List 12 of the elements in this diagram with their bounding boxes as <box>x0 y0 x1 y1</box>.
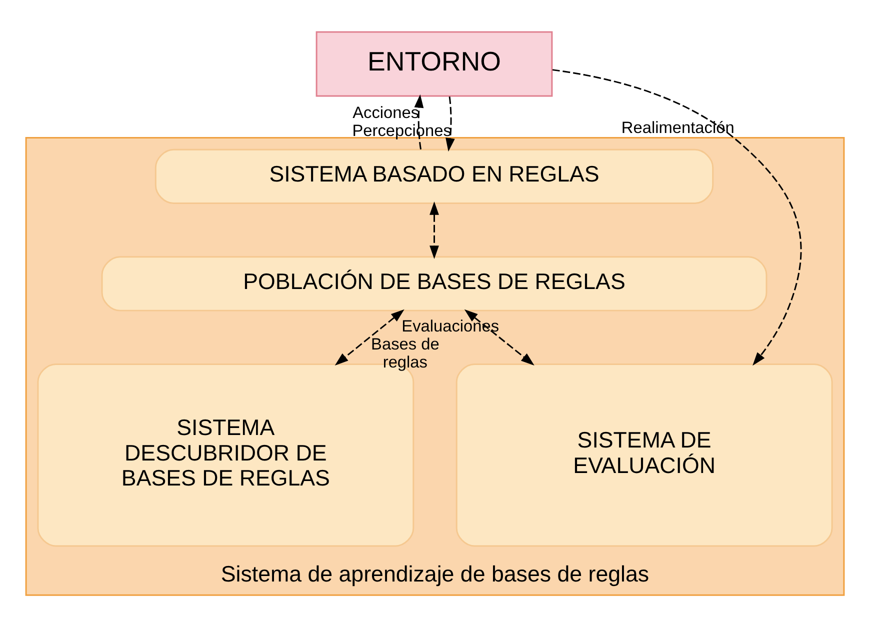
arrow <box>464 308 534 365</box>
edge-label: Acciones <box>352 103 420 122</box>
arrow <box>446 96 455 152</box>
arrow <box>552 68 802 366</box>
node-box: SISTEMA BASADO EN REGLAS <box>154 148 714 204</box>
node-box: ENTORNO <box>316 30 553 96</box>
node-box: SISTEMA DE EVALUACIÓN <box>456 362 833 546</box>
node-box: POBLACIÓN DE BASES DE REGLAS <box>101 256 768 311</box>
arrow <box>334 308 404 365</box>
arrow <box>430 200 439 259</box>
edge-label: Evaluaciones <box>402 317 500 336</box>
edge-label: Realimentación <box>621 118 734 136</box>
